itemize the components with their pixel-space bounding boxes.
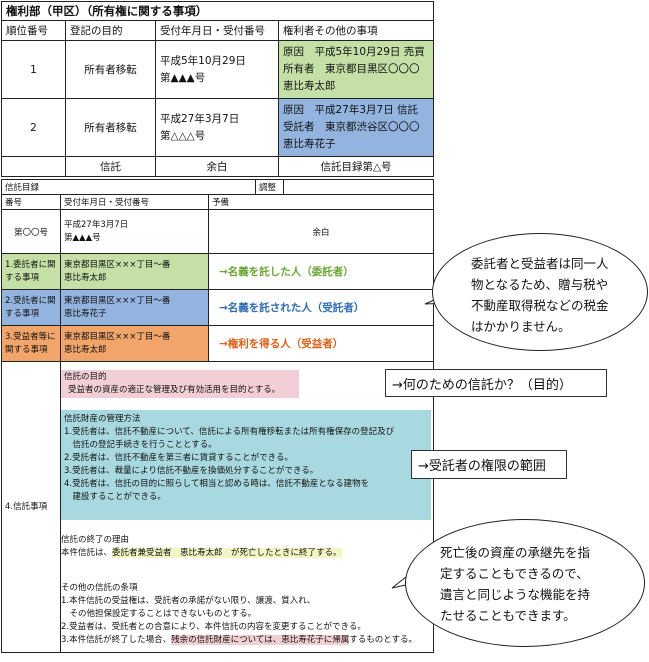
row-rank: 1 bbox=[1, 40, 66, 99]
trust-matters-label: 4.信託事項 bbox=[1, 361, 61, 653]
catalog-no: 第〇〇号 bbox=[1, 209, 61, 254]
end-highlight: 委託者兼受益者 恵比寿太郎 が死亡したときに終了する。 bbox=[112, 548, 342, 558]
catalog-num: 第▲▲▲号 bbox=[64, 232, 101, 243]
beneficiary-address: 東京都目黒区×××丁目〜番 bbox=[64, 331, 171, 342]
bubble-line: 遺言と同じような機能を持 bbox=[440, 587, 591, 602]
management-line: 建設することができる。 bbox=[64, 492, 166, 502]
row-rank: 2 bbox=[1, 98, 66, 157]
bubble-line: たせることもできます。 bbox=[440, 608, 576, 623]
purpose-note: →何のための信託か？（目的） bbox=[385, 369, 607, 397]
management-block: 信託財産の管理方法 1.受託者は、信託不動産について、信託による所有権移転または… bbox=[61, 410, 431, 520]
rights-line: 恵比寿花子 bbox=[283, 138, 336, 150]
beneficiary-label: 3.受益者等に関する事項 bbox=[1, 325, 61, 362]
row-date: 平成5年10月29日 bbox=[160, 54, 246, 67]
management-title: 信託財産の管理方法 bbox=[64, 414, 141, 424]
rights-line: 所有者 東京都目黒区〇〇〇 bbox=[283, 63, 420, 75]
trustee-address: 東京都目黒区×××丁目〜番 bbox=[64, 295, 171, 306]
table-row: 1 所有者移転 平成5年10月29日第▲▲▲号 原因 平成5年10月29日 売買… bbox=[1, 40, 434, 99]
row-num: 第△△△号 bbox=[160, 129, 206, 142]
rights-line: 原因 平成27年3月7日 信託 bbox=[283, 104, 419, 116]
bubble-line: 委託者と受益者は同一人 bbox=[471, 256, 609, 271]
other-line: するものとする。 bbox=[349, 635, 417, 645]
rights-line: 原因 平成5年10月29日 売買 bbox=[283, 46, 425, 58]
bubble-line: 死亡後の資産の承継先を指 bbox=[440, 545, 591, 560]
settlor-label: 1.委託者に関する事項 bbox=[1, 253, 61, 290]
bubble-line: はかかりません。 bbox=[471, 319, 571, 334]
end-block: 信託の終了の理由 本件信託は、委託者兼受益者 恵比寿太郎 が死亡したときに終了す… bbox=[61, 534, 431, 560]
inheritance-speech-bubble: 死亡後の資産の承継先を指 定することもできるので、 遺言と同じような機能を持 た… bbox=[405, 519, 645, 647]
trust-label: 信託 bbox=[65, 156, 156, 177]
authority-note: →受託者の権限の範囲 bbox=[411, 450, 567, 479]
other-line: 2.受益者は、受託者との合意により、本件信託の内容を変更することができる。 bbox=[61, 622, 366, 632]
purpose-text: 受益者の資産の適正な管理及び有効活用を目的とする。 bbox=[68, 385, 281, 395]
register-table: 権利部（甲区）（所有権に関する事項） 順位番号 登記の目的 受付年月日・受付番号… bbox=[1, 1, 434, 177]
blank-label: 余白 bbox=[155, 156, 279, 177]
other-title: その他の信託の条項 bbox=[61, 583, 138, 593]
settlor-name: 恵比寿太郎 bbox=[64, 272, 107, 283]
end-text: 本件信託は、 bbox=[61, 548, 113, 558]
other-line: 3.本件信託が終了した場合、 bbox=[61, 635, 172, 645]
bubble-line: 定することもできるので、 bbox=[440, 566, 589, 581]
tax-speech-bubble: 委託者と受益者は同一人 物となるため、贈与税や 不動産取得税などの税金 はかかり… bbox=[432, 233, 648, 351]
bubble-line: 物となるため、贈与税や bbox=[471, 277, 609, 292]
other-block: その他の信託の条項 1.本件信託の受益権は、受託者の承諾がない限り、譲渡、質入れ… bbox=[61, 582, 433, 647]
trust-catalog-table: 信託目録 調整 番号 受付年月日・受付番号 予備 第〇〇号 平成27年3月7日第… bbox=[1, 179, 434, 653]
beneficiary-name: 恵比寿太郎 bbox=[64, 344, 107, 355]
management-line: 2.受託者は、信託不動産を第三者に賃貸することができる。 bbox=[64, 453, 293, 463]
row-num: 第▲▲▲号 bbox=[160, 71, 206, 84]
other-highlight: 残余の信託財産については、恵比寿花子に帰属 bbox=[171, 635, 350, 645]
table-row: 2 所有者移転 平成27年3月7日第△△△号 原因 平成27年3月7日 信託 受… bbox=[1, 98, 434, 157]
purpose-title: 信託の目的 bbox=[64, 372, 107, 382]
catalog-date: 平成27年3月7日 bbox=[64, 219, 129, 230]
settlor-note: →名義を託した人（委託者） bbox=[208, 253, 434, 290]
end-title: 信託の終了の理由 bbox=[61, 535, 130, 545]
trustee-name: 恵比寿花子 bbox=[64, 308, 107, 319]
bubble-line: 不動産取得税などの税金 bbox=[471, 298, 609, 313]
settlor-address: 東京都目黒区×××丁目〜番 bbox=[64, 259, 171, 270]
management-line: 4.受託者は、信託の目的に照らして相当と認める時は、信託不動産となる建物を bbox=[64, 479, 370, 489]
trustee-label: 2.受託者に関する事項 bbox=[1, 289, 61, 326]
management-line: 1.受託者は、信託不動産について、信託による所有権移転または所有権保存の登記及び bbox=[64, 427, 395, 437]
beneficiary-note: →権利を得る人（受益者） bbox=[208, 325, 434, 362]
trust-catalog-ref: 信託目録第△号 bbox=[278, 156, 434, 177]
management-line: 信託の登記手続きを行うこととする。 bbox=[64, 440, 217, 450]
purpose-block: 信託の目的 受益者の資産の適正な管理及び有効活用を目的とする。 bbox=[61, 370, 299, 398]
rights-cell-blue: 原因 平成27年3月7日 信託 受託者 東京都渋谷区〇〇〇 恵比寿花子 bbox=[278, 98, 434, 157]
rights-cell-green: 原因 平成5年10月29日 売買 所有者 東京都目黒区〇〇〇 恵比寿太郎 bbox=[278, 40, 434, 99]
other-line: 1.本件信託の受益権は、受託者の承諾がない限り、譲渡、質入れ、 bbox=[61, 596, 316, 606]
management-line: 3.受託者は、裁量により信託不動産を換価処分することができる。 bbox=[64, 466, 319, 476]
rights-line: 恵比寿太郎 bbox=[283, 80, 336, 92]
other-line: その他担保設定することはできないものとする。 bbox=[61, 609, 257, 619]
row-date: 平成27年3月7日 bbox=[160, 112, 240, 125]
rights-line: 受託者 東京都渋谷区〇〇〇 bbox=[283, 121, 420, 133]
header-rights: 権利者その他の事項 bbox=[278, 20, 434, 41]
